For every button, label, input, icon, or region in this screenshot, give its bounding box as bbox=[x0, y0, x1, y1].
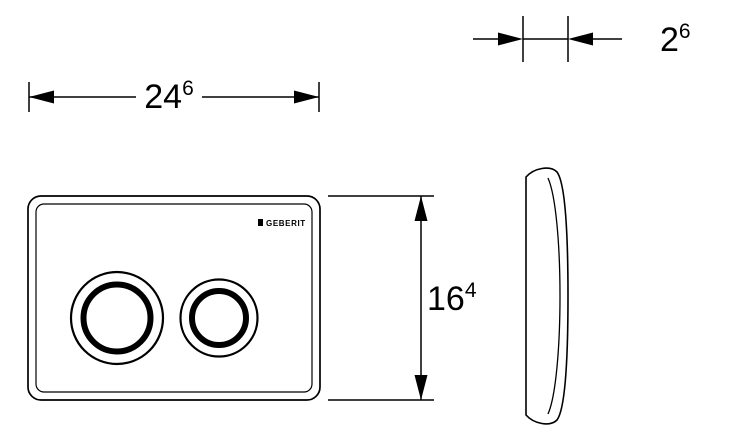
width-label-background bbox=[136, 74, 202, 112]
right-button-outer-circle bbox=[179, 278, 259, 358]
width-arrowhead-left bbox=[29, 90, 54, 104]
left-button-ring bbox=[80, 281, 154, 355]
profile-inner-surface-line bbox=[547, 177, 561, 415]
height-arrowhead-top bbox=[414, 196, 428, 221]
height-arrowhead-bottom bbox=[414, 375, 428, 400]
plate-inner-outline bbox=[35, 203, 313, 393]
depth-dimension: 26 bbox=[473, 16, 691, 62]
brand-label: GEBERIT bbox=[266, 219, 306, 228]
height-dimension-label: 164 bbox=[427, 279, 477, 318]
depth-arrowhead-right bbox=[568, 32, 593, 46]
right-button-ring bbox=[189, 288, 249, 348]
width-dimension: 246 bbox=[28, 74, 320, 116]
depth-arrowhead-left bbox=[498, 32, 523, 46]
side-view bbox=[525, 167, 569, 425]
width-dimension-label: 246 bbox=[144, 77, 194, 116]
depth-dimension-label: 26 bbox=[660, 20, 691, 59]
front-view: GEBERIT bbox=[27, 195, 321, 401]
left-button-outer-circle bbox=[69, 270, 165, 366]
width-arrowhead-right bbox=[294, 90, 319, 104]
brand-logo-mark bbox=[258, 219, 263, 226]
profile-outline bbox=[525, 167, 569, 425]
height-dimension: 164 bbox=[328, 195, 477, 401]
